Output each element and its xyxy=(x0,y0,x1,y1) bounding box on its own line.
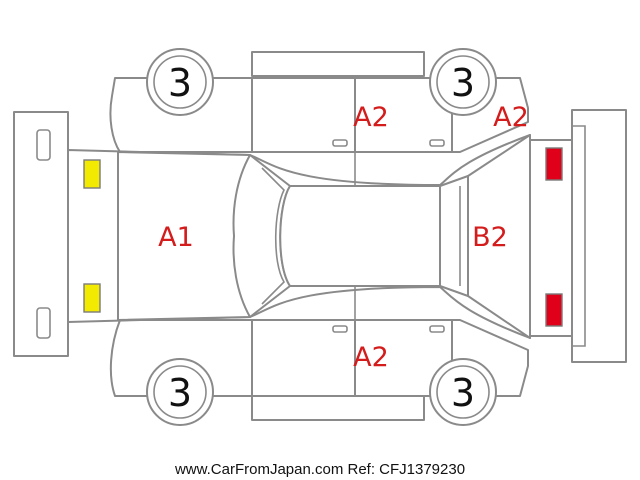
front-lamp-top xyxy=(83,159,101,189)
wheel-rear-top-value: 3 xyxy=(451,61,475,105)
hood-code: A1 xyxy=(158,222,194,253)
wheel-rear-bottom: 3 xyxy=(429,358,497,426)
rear-lamp-top xyxy=(545,147,563,181)
rear-lamp-bottom xyxy=(545,293,563,327)
rear-bumper xyxy=(571,109,627,363)
footer-credit: www.CarFromJapan.com Ref: CFJ1379230 xyxy=(174,461,465,478)
top-side-strip xyxy=(251,51,425,77)
wheel-rear-bottom-value: 3 xyxy=(451,371,475,415)
wheel-front-top: 3 xyxy=(146,48,214,116)
wheel-front-bottom: 3 xyxy=(146,358,214,426)
front-bumper xyxy=(13,111,69,357)
top-rear-quarter-code: A2 xyxy=(493,102,529,133)
front-lamp-bottom xyxy=(83,283,101,313)
wheel-front-bottom-value: 3 xyxy=(168,371,192,415)
bottom-side-strip xyxy=(251,395,425,421)
rear-window-code: B2 xyxy=(472,222,508,253)
top-door-code: A2 xyxy=(353,102,389,133)
top-view-body xyxy=(67,134,531,339)
wheel-front-top-value: 3 xyxy=(168,61,192,105)
wheel-rear-top: 3 xyxy=(429,48,497,116)
bottom-door-code: A2 xyxy=(353,342,389,373)
